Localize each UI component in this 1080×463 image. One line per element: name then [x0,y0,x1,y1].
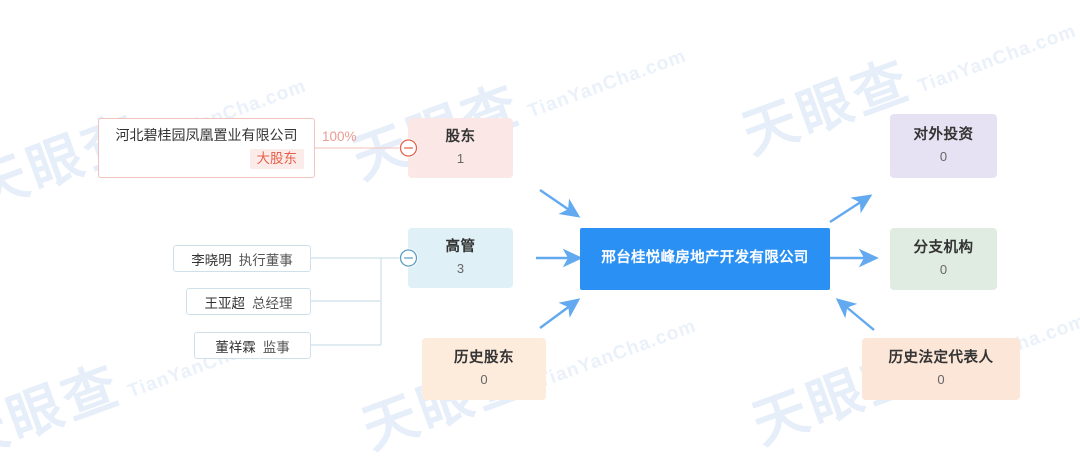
category-count: 3 [456,260,465,276]
arrow-center-to-outbound-investment [829,194,873,224]
category-title: 历史法定代表人 [888,349,994,366]
center-company-name: 邢台桂悦峰房地产开发有限公司 [601,250,809,267]
minus-circle-icon [399,249,417,267]
shareholder-percent-label: 100% [322,129,357,144]
watermark: 天眼查TianYanCha.com [340,1,693,194]
shareholder-entity-box[interactable]: 河北碧桂园凤凰置业有限公司 大股东 [98,118,315,178]
executive-name: 王亚超 [204,295,246,311]
arrow-shareholder-to-center [539,189,581,218]
category-title: 股东 [445,128,476,145]
executive-person-box[interactable]: 王亚超 总经理 [186,288,311,315]
arrow-hist-legal-rep-to-center [835,298,875,331]
watermark-en: TianYanCha.com [525,45,690,123]
category-card-executive[interactable]: 高管 3 [398,228,513,288]
watermark-en: TianYanCha.com [535,315,700,393]
collapse-toggle-shareholder[interactable] [398,138,418,158]
executive-name: 董祥霖 [215,339,256,355]
executive-name: 李晓明 [191,252,232,268]
major-shareholder-tag: 大股东 [249,148,304,170]
category-title: 对外投资 [913,126,974,143]
category-count: 0 [939,261,948,277]
category-count: 0 [480,371,488,387]
executive-person-box[interactable]: 李晓明 执行董事 [173,245,311,272]
center-company-node[interactable]: 邢台桂悦峰房地产开发有限公司 [580,228,830,290]
category-card-shareholder[interactable]: 股东 1 [398,118,513,178]
category-title: 历史股东 [454,349,514,366]
watermark-en: TianYanCha.com [915,20,1080,98]
executive-role: 监事 [262,339,290,355]
category-title: 分支机构 [913,239,974,256]
minus-circle-icon [399,139,417,157]
category-count: 1 [456,150,465,166]
category-card-branch[interactable]: 分支机构 0 [890,228,997,290]
watermark-cn: 天眼查 [0,354,130,463]
category-card-hist-shareholder[interactable]: 历史股东 0 [422,338,546,400]
collapse-toggle-executive[interactable] [398,248,418,268]
category-card-outbound-investment[interactable]: 对外投资 0 [890,114,997,178]
executive-role: 执行董事 [238,252,293,268]
category-card-hist-legal-rep[interactable]: 历史法定代表人 0 [862,338,1020,400]
arrow-hist-shareholder-to-center [539,298,581,329]
category-title: 高管 [445,238,476,255]
executive-role: 总经理 [252,295,293,311]
shareholder-entity-name: 河北碧桂园凤凰置业有限公司 [115,127,298,143]
category-count: 0 [939,148,948,164]
executive-person-box[interactable]: 董祥霖 监事 [194,332,311,359]
category-count: 0 [937,371,945,387]
